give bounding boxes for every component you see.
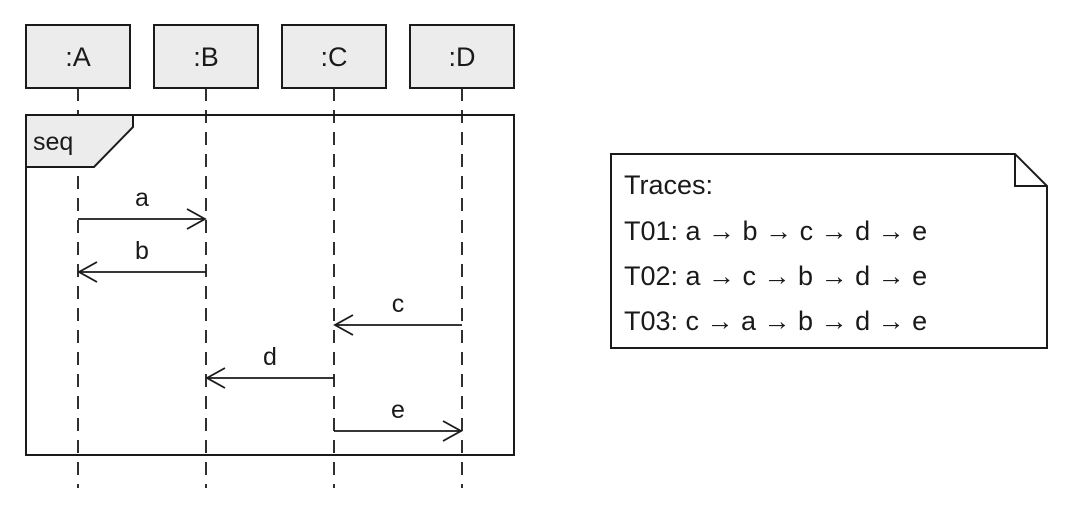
lifeline-head-d: :D <box>409 24 515 89</box>
message-label-a: a <box>135 184 149 212</box>
fragment-frame <box>25 114 515 456</box>
message-label-c: c <box>392 290 405 318</box>
lifeline-lines <box>77 88 463 488</box>
message-b: b <box>77 237 206 283</box>
message-d: d <box>205 343 334 389</box>
message-label-e: e <box>391 396 405 424</box>
fragment-tab <box>25 114 134 168</box>
lifeline-label-d: :D <box>449 42 476 72</box>
lifeline-head-b: :B <box>153 24 259 89</box>
message-e: e <box>334 396 463 442</box>
message-c: c <box>333 290 462 336</box>
note-line-t03: T03: c → a → b → d → e <box>624 306 927 336</box>
lifeline-label-c: :C <box>321 42 348 72</box>
note-line-title: Traces: <box>624 170 713 200</box>
arrowhead-icon <box>333 314 354 336</box>
lifeline-head-a: :A <box>25 24 131 89</box>
note-line-t02: T02: a → c → b → d → e <box>624 261 927 291</box>
arrowhead-icon <box>442 420 463 442</box>
lifeline-label-a: :A <box>65 42 91 72</box>
traces-note: Traces: T01: a → b → c → d → e T02: a → … <box>610 153 1048 349</box>
arrowhead-icon <box>77 261 98 283</box>
message-label-b: b <box>135 237 149 265</box>
arrowhead-icon <box>186 208 207 230</box>
arrowhead-icon <box>205 367 226 389</box>
fragment-operator: seq <box>33 128 73 156</box>
note-line-t01: T01: a → b → c → d → e <box>624 216 927 246</box>
note-fold-icon <box>1014 154 1047 187</box>
combined-fragment: seq <box>25 114 515 456</box>
message-a: a <box>78 184 207 230</box>
note-body <box>610 153 1048 349</box>
lifeline-head-c: :C <box>281 24 387 89</box>
message-label-d: d <box>263 343 277 371</box>
lifeline-label-b: :B <box>193 42 219 72</box>
